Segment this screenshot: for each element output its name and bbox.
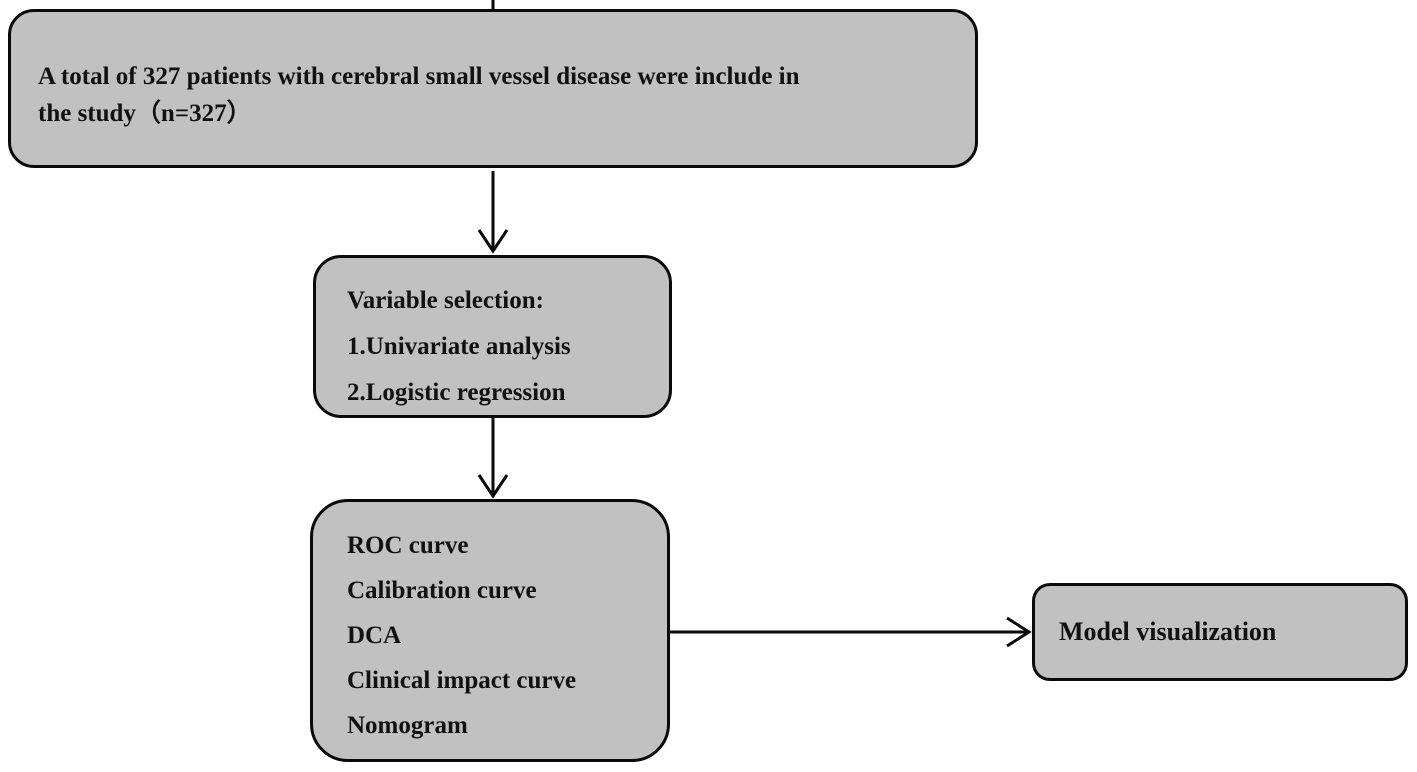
node-model-evaluation-item-1: ROC curve <box>347 532 469 559</box>
arrow-down-patients-to-selection-icon <box>477 171 509 254</box>
node-variable-selection-title: Variable selection: <box>347 287 544 314</box>
node-model-evaluation-item-2: Calibration curve <box>347 577 537 604</box>
node-variable-selection-item-2: 2.Logistic regression <box>347 379 566 406</box>
arrow-down-selection-to-evaluation-icon <box>477 418 509 499</box>
node-model-evaluation: ROC curve Calibration curve DCA Clinical… <box>310 499 670 762</box>
node-patients: A total of 327 patients with cerebral sm… <box>8 9 978 168</box>
node-variable-selection: Variable selection: 1.Univariate analysi… <box>313 255 672 418</box>
node-variable-selection-item-1: 1.Univariate analysis <box>347 333 571 360</box>
arrow-right-evaluation-to-visualization-icon <box>669 616 1032 648</box>
node-patients-line-2: the study（n=327） <box>38 100 252 127</box>
node-model-visualization: Model visualization <box>1032 583 1408 681</box>
node-model-evaluation-item-4: Clinical impact curve <box>347 667 577 694</box>
node-patients-line-1: A total of 327 patients with cerebral sm… <box>38 63 800 90</box>
node-model-evaluation-item-3: DCA <box>347 622 402 649</box>
node-model-evaluation-item-5: Nomogram <box>347 712 468 739</box>
node-model-visualization-label: Model visualization <box>1059 617 1277 646</box>
